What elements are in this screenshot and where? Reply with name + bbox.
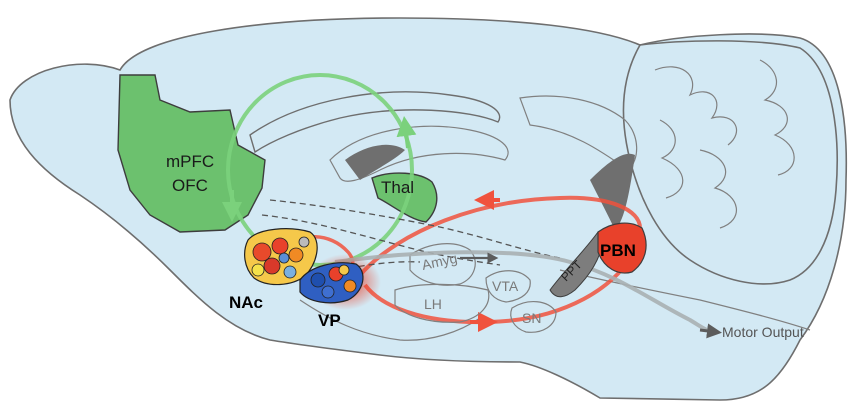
vta-outline	[485, 270, 531, 303]
dashed-pathway-2	[261, 214, 501, 266]
ppt-region	[549, 231, 606, 298]
mpfc-ofc-region	[117, 74, 266, 233]
corpus-callosum	[249, 91, 501, 154]
thal-region	[371, 172, 438, 223]
ventricle-shape	[345, 144, 405, 180]
motor-output-arrow	[699, 323, 722, 339]
ventricle-shape-2	[590, 153, 635, 230]
pbn-region	[597, 222, 647, 274]
label-thal: Thal	[381, 178, 414, 197]
label-nac: NAc	[229, 293, 263, 312]
label-lh: LH	[424, 296, 442, 312]
label-motor-output: Motor Output	[722, 324, 804, 340]
label-mpfc: mPFC	[166, 152, 214, 171]
red-loop-upper	[358, 195, 642, 277]
hippocampus-outline	[519, 95, 638, 171]
vp-neuron-cluster	[299, 254, 381, 310]
sn-outline	[510, 301, 557, 333]
label-vta: VTA	[492, 278, 519, 294]
label-ofc: OFC	[172, 176, 208, 195]
hypothalamus-outline	[299, 299, 481, 341]
dashed-pathway-1	[269, 199, 561, 259]
brainstem-outline	[559, 269, 811, 331]
amyg-outline	[409, 243, 476, 286]
label-amyg: Amyg	[420, 250, 458, 273]
lh-outline	[394, 283, 490, 323]
nac-neuron-cluster	[244, 228, 318, 286]
label-vp: VP	[318, 311, 341, 330]
motor-output-path	[334, 250, 713, 334]
green-loop-arrow-right	[396, 116, 417, 149]
label-pbn: PBN	[600, 241, 636, 260]
cerebellum-folia	[654, 59, 795, 229]
label-sn: SN	[522, 310, 541, 326]
